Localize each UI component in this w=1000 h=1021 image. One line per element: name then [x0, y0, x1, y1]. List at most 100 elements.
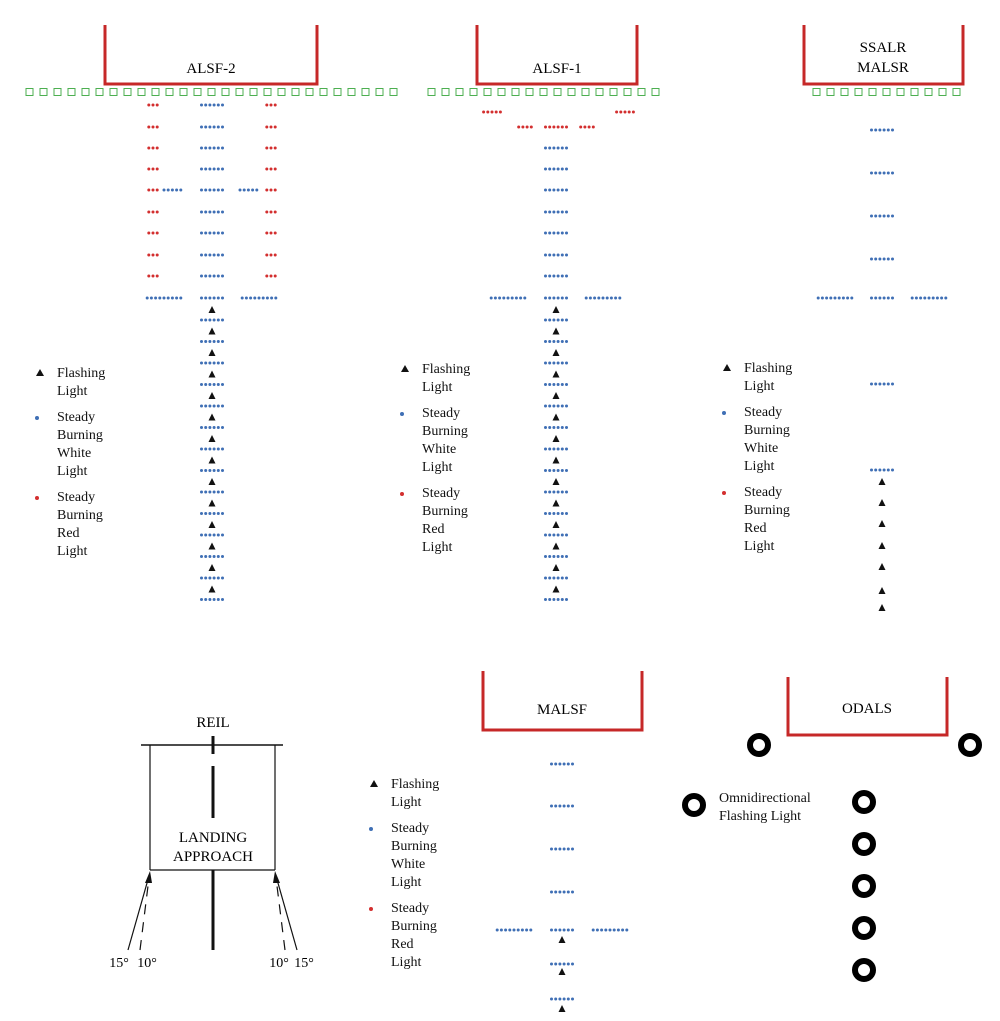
white-light [216, 103, 220, 107]
white-light [544, 533, 547, 537]
white-light [200, 253, 203, 257]
red-light [155, 274, 159, 278]
reil-left-beam-10 [139, 877, 150, 951]
white-light [200, 598, 203, 601]
white-light [891, 171, 894, 175]
white-light [565, 533, 568, 537]
reil-right-beam-10 [275, 877, 286, 951]
white-light [212, 231, 216, 235]
white-light [204, 555, 208, 558]
white-light [216, 167, 220, 171]
red-light [619, 110, 623, 114]
white-light [204, 598, 208, 601]
white-light [216, 598, 220, 601]
red-light [155, 210, 159, 214]
threshold-light [137, 88, 146, 96]
white-light [544, 253, 547, 257]
white-light [560, 383, 564, 386]
white-light [204, 576, 208, 580]
white-light [870, 128, 873, 132]
threshold-light [249, 88, 258, 96]
threshold-light [165, 88, 174, 96]
red-light [623, 110, 627, 114]
white-light [208, 231, 212, 235]
white-light [552, 188, 556, 192]
white-light [548, 231, 552, 235]
white-light [554, 847, 558, 851]
white-light [554, 762, 558, 766]
white-light [208, 598, 212, 601]
legend-flashing: Flashing Light [396, 361, 470, 397]
red-light [273, 103, 277, 107]
white-light [204, 426, 208, 429]
white-light [571, 997, 574, 1001]
white-light [560, 361, 564, 365]
threshold-light [826, 88, 835, 96]
white-light [595, 928, 599, 932]
white-light [221, 426, 224, 429]
red-light [560, 125, 564, 129]
red-light [269, 125, 273, 129]
white-light [870, 171, 873, 175]
red-light [151, 103, 155, 107]
white-light [560, 253, 564, 257]
white-light [560, 404, 564, 408]
white-light [221, 512, 224, 515]
flashing-light [208, 370, 216, 378]
legend-red: Steady Burning Red Light [718, 484, 792, 556]
white-light [221, 576, 224, 580]
legend-flashing: Flashing Light [718, 360, 792, 396]
white-light [931, 296, 935, 300]
white-light [145, 296, 149, 300]
white-light [212, 340, 216, 343]
threshold-light [896, 88, 905, 96]
white-light [556, 210, 560, 214]
threshold-light [347, 88, 356, 96]
white-light [208, 426, 212, 429]
white-light [208, 490, 212, 494]
white-light [212, 404, 216, 408]
white-light [162, 188, 166, 192]
malsf-light-array [495, 762, 629, 1012]
white-light [204, 383, 208, 386]
white-light [874, 296, 878, 300]
threshold-light [483, 88, 492, 96]
white-light [544, 447, 547, 451]
white-light [870, 382, 873, 386]
white-light [221, 533, 224, 537]
white-light [200, 361, 203, 365]
red-light [565, 125, 568, 129]
red-light [155, 167, 159, 171]
white-light [221, 188, 224, 192]
white-light [270, 296, 274, 300]
white-light [548, 555, 552, 558]
threshold-light [539, 88, 548, 96]
white-light [556, 296, 560, 300]
white-light [565, 361, 568, 365]
white-light [558, 928, 562, 932]
ssalr-light-array [812, 88, 961, 611]
red-light [265, 253, 269, 257]
white-light [552, 490, 556, 494]
threshold-light [123, 88, 132, 96]
white-light [523, 296, 527, 300]
white-light [565, 598, 568, 601]
white-light [616, 928, 620, 932]
white-light [560, 318, 564, 322]
white-light [566, 804, 570, 808]
white-light [556, 469, 560, 472]
white-light [846, 296, 850, 300]
white-light [584, 296, 588, 300]
white-light [560, 490, 564, 494]
flashing-light [552, 327, 560, 335]
white-light [221, 167, 224, 171]
threshold-light [207, 88, 216, 96]
white-light [944, 296, 948, 300]
flashing-light [552, 521, 560, 528]
white-light [508, 928, 512, 932]
white-light [552, 146, 556, 150]
white-light [544, 274, 547, 278]
white-light [179, 296, 183, 300]
white-light [604, 928, 608, 932]
white-light [612, 928, 616, 932]
